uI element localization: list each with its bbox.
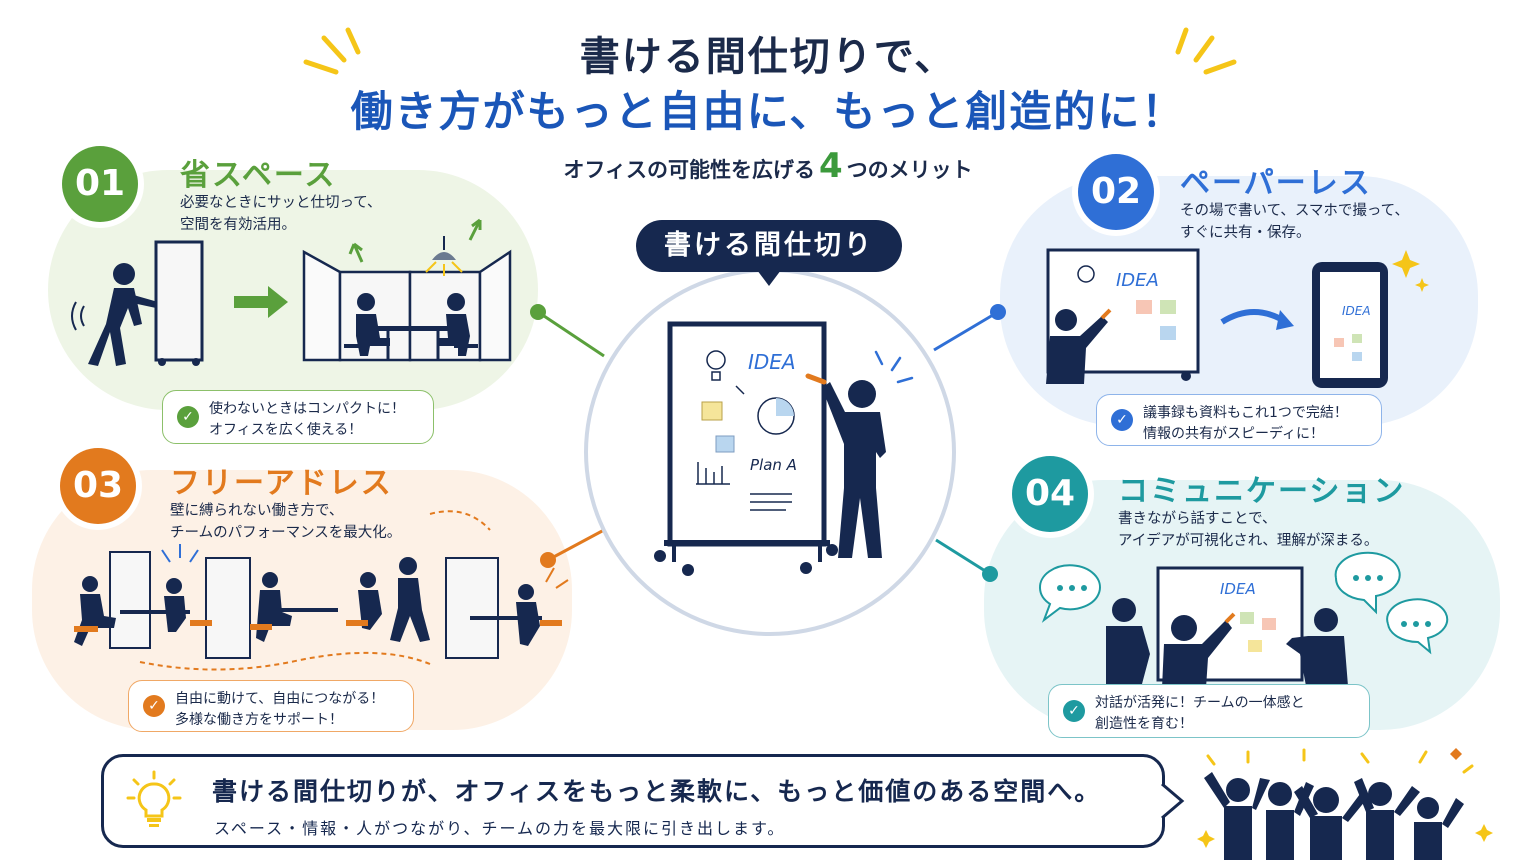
center-board-plan: Plan A [750,456,797,474]
space-saving-illustration [71,218,512,366]
feature-03-title: フリーアドレス [170,466,393,501]
footer-pointer [1161,782,1185,820]
feature-02-desc-line2: すぐに共有・保存。 [1180,225,1311,241]
check-icon: ✓ [1111,409,1133,431]
feature-01-callout-line1: 使わないときはコンパクトに！ [209,401,405,417]
feature-02-badge: 02 [1078,154,1154,230]
feature-03-badge: 03 [60,448,136,524]
check-icon: ✓ [1063,700,1085,722]
feature-04-board-idea: IDEA [1220,580,1256,598]
feature-02-phone-idea: IDEA [1342,304,1371,318]
footer-sub-text: スペース・情報・人がつながり、チームの力を最大限に引き出します。 [214,819,786,838]
paperless-illustration [1046,248,1429,388]
feature-04-desc: 書きながら話すことで、 アイデアが可視化され、理解が深まる。 [1118,508,1378,552]
center-board-idea: IDEA [748,350,796,374]
page-title-line1: 書ける間仕切りで、 [579,34,957,80]
feature-01-callout-line2: オフィスを広く使える！ [209,422,363,438]
feature-01-badge: 01 [62,146,138,222]
feature-01-desc-line2: 空間を有効活用。 [180,217,296,233]
sparkle-left-icon [303,27,361,75]
feature-03-callout-line1: 自由に動けて、自由につながる！ [175,691,385,707]
feature-03-callout-line2: 多様な働き方をサポート！ [175,712,343,728]
feature-03-callout: ✓ 自由に動けて、自由につながる！ 多様な働き方をサポート！ [128,680,414,732]
subtitle-text: オフィスの可能性を広げる [563,158,815,182]
feature-01-desc: 必要なときにサッと仕切って、 空間を有効活用。 [180,192,382,236]
feature-02-callout-line1: 議事録も資料もこれ1つで完結！ [1143,405,1348,421]
celebrating-team-illustration [1197,748,1493,860]
feature-04-callout-line2: 創造性を育む！ [1095,716,1193,732]
free-address-illustration [74,510,569,671]
center-label: 書ける間仕切り [636,220,902,286]
feature-02-title: ペーパーレス [1180,166,1372,201]
feature-01-title: 省スペース [180,158,337,193]
lightbulb-icon [126,770,182,827]
feature-02-board-idea: IDEA [1116,270,1159,291]
footer-banner [101,754,1165,848]
feature-02-callout-line2: 情報の共有がスピーディに！ [1143,426,1325,442]
check-icon: ✓ [177,406,199,428]
footer-main-text: 書ける間仕切りが、オフィスをもっと柔軟に、もっと価値のある空間へ。 [212,777,1102,806]
subtitle-number: 4 [818,146,843,186]
feature-01-callout: ✓ 使わないときはコンパクトに！ オフィスを広く使える！ [162,390,434,444]
feature-02-callout: ✓ 議事録も資料もこれ1つで完結！ 情報の共有がスピーディに！ [1096,394,1382,446]
feature-04-desc-line1: 書きながら話すことで、 [1118,511,1277,527]
feature-04-desc-line2: アイデアが可視化され、理解が深まる。 [1118,533,1379,549]
feature-02-desc: その場で書いて、スマホで撮って、 すぐに共有・保存。 [1180,200,1409,244]
feature-01-desc-line1: 必要なときにサッと仕切って、 [180,195,382,211]
feature-03-desc: 壁に縛られない働き方で、 チームのパフォーマンスを最大化。 [170,500,401,544]
feature-04-title: コミュニケーション [1118,474,1406,509]
feature-04-callout: ✓ 対話が活発に！チームの一体感と 創造性を育む！ [1048,684,1370,738]
feature-03-desc-line1: 壁に縛られない働き方で、 [170,503,344,519]
page-title-line2: 働き方がもっと自由に、もっと創造的に！ [350,87,1186,136]
center-whiteboard-illustration [654,321,914,576]
feature-04-badge: 04 [1012,456,1088,532]
feature-02-desc-line1: その場で書いて、スマホで撮って、 [1180,203,1409,219]
feature-03-desc-line2: チームのパフォーマンスを最大化。 [170,525,402,541]
feature-04-callout-line1: 対話が活発に！チームの一体感と [1095,695,1305,711]
communication-illustration [1038,551,1449,688]
subtitle-text-end: つのメリット [846,158,973,182]
sparkle-right-icon [1175,27,1237,75]
check-icon: ✓ [143,695,165,717]
